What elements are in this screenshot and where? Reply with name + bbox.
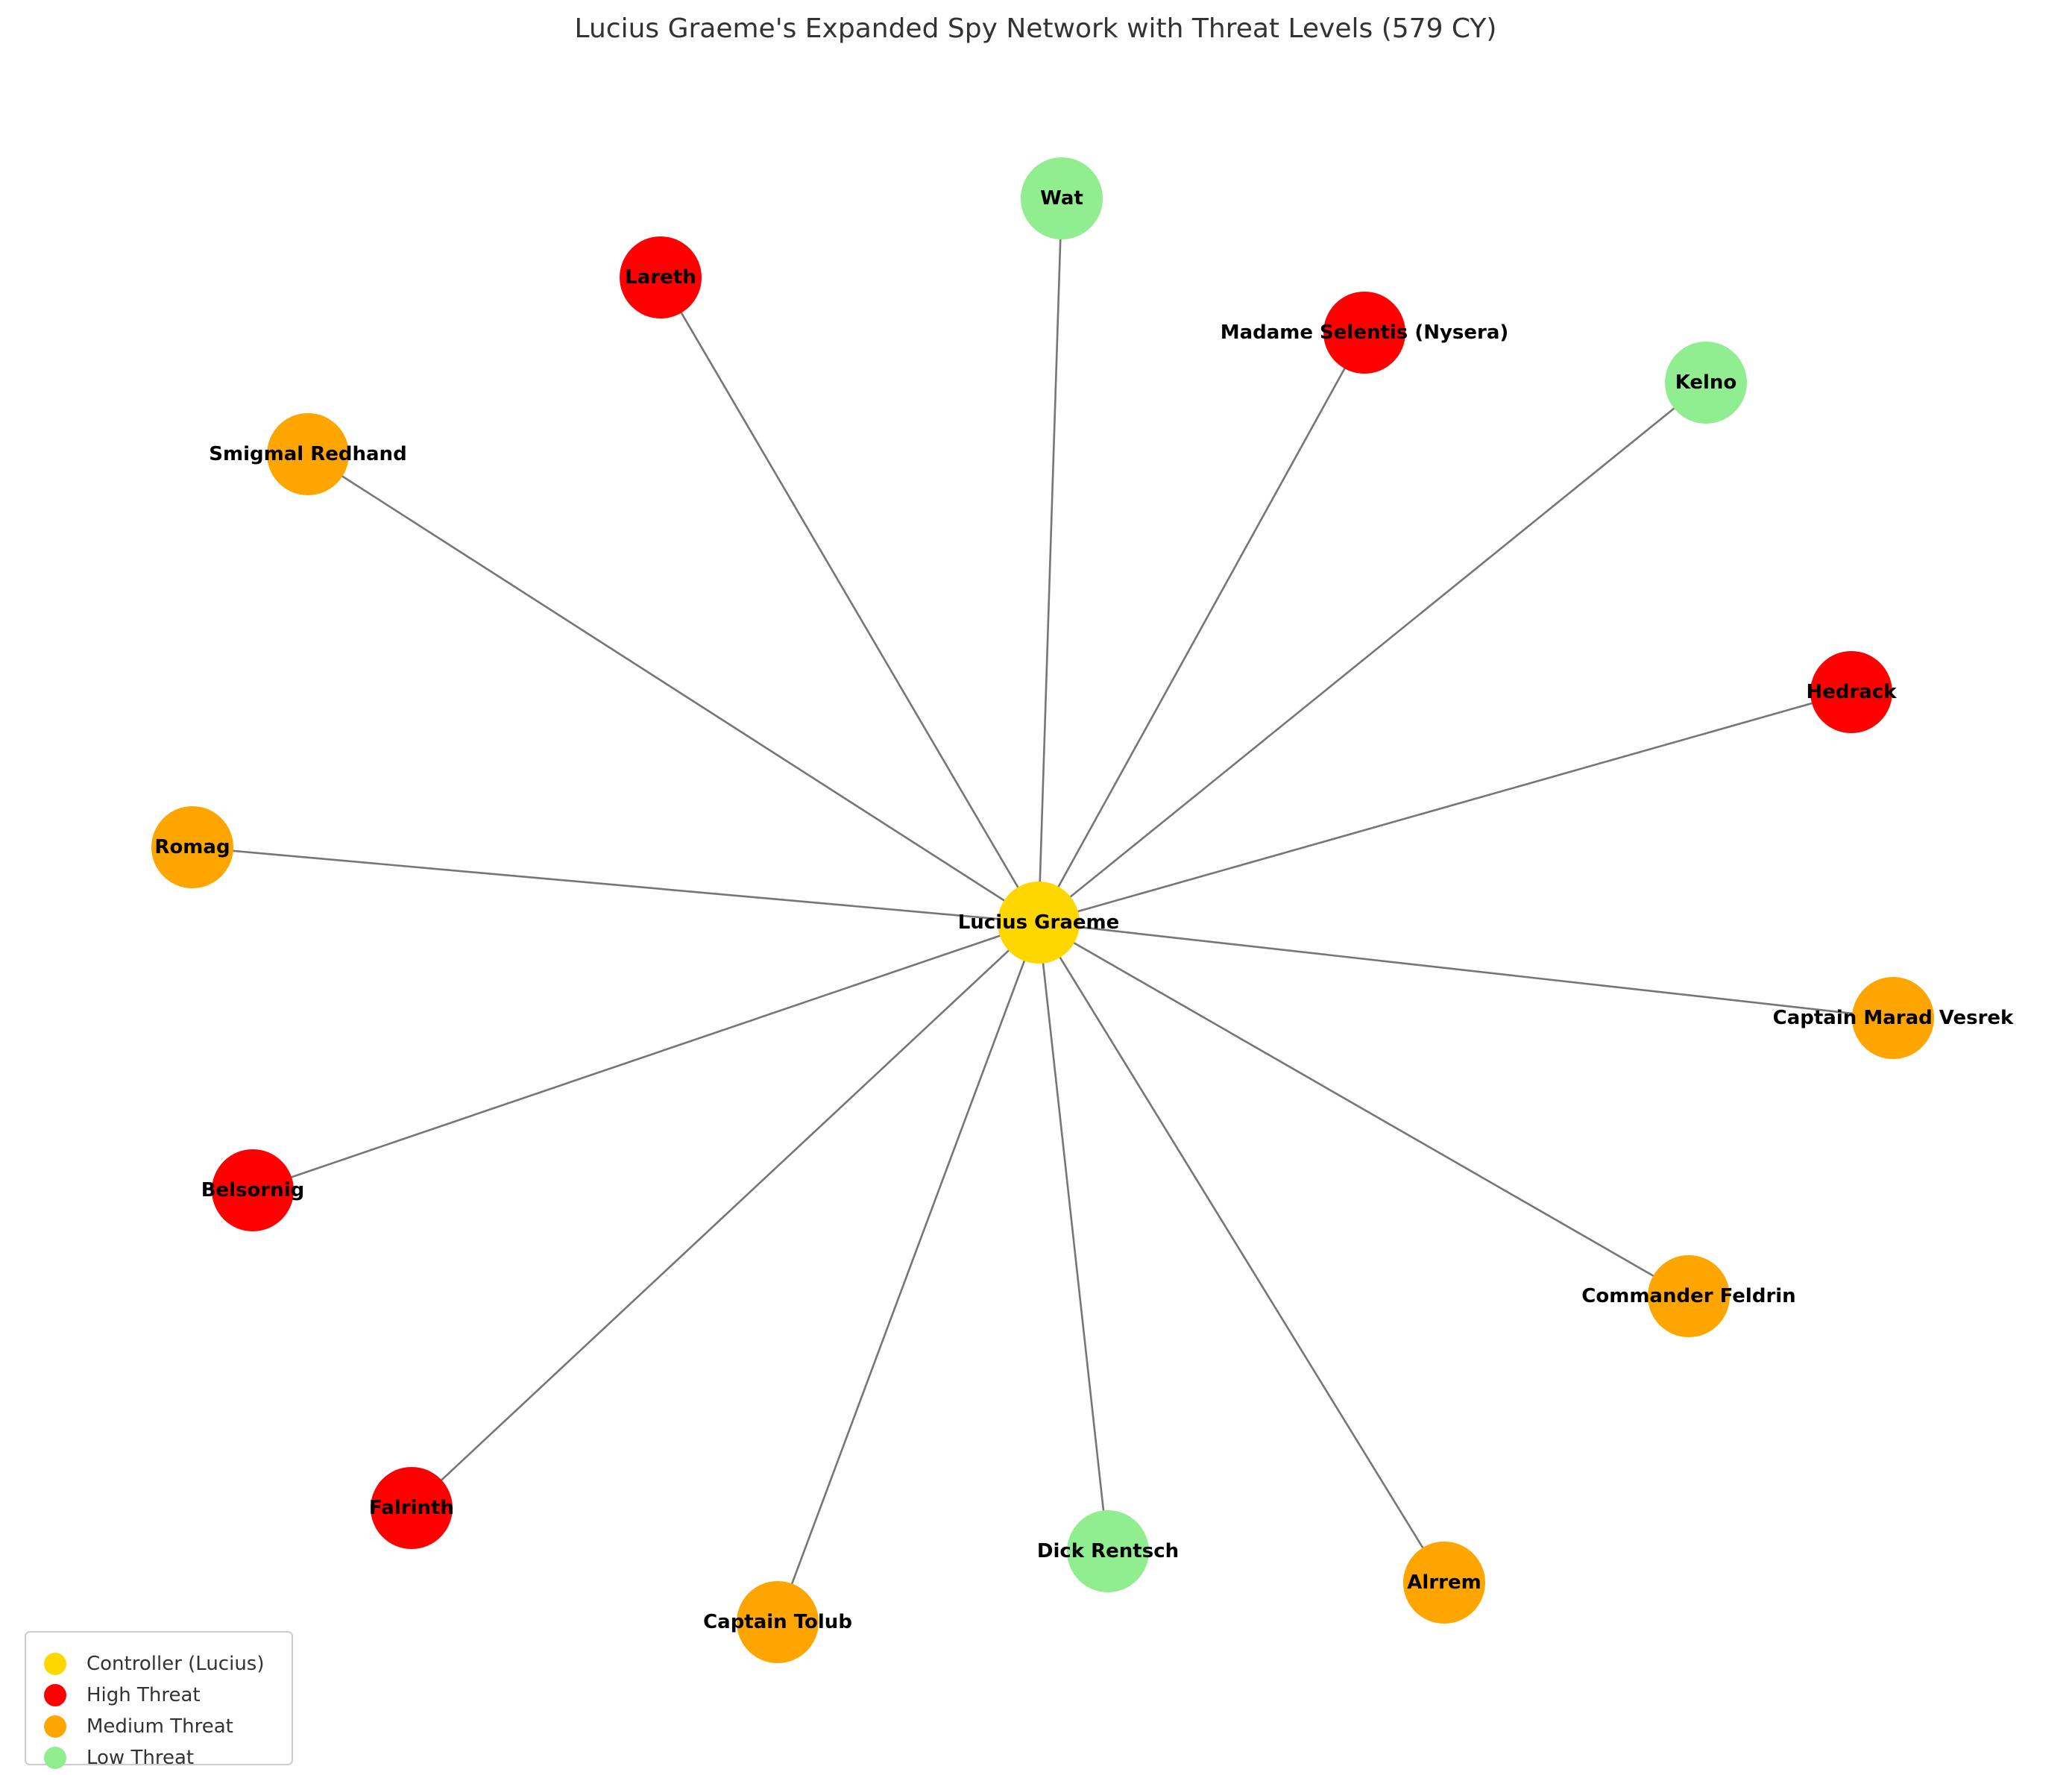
node-circle (212, 1149, 294, 1231)
edge-romag (192, 846, 1039, 924)
edge-wat (1037, 198, 1063, 923)
node-circle (1323, 292, 1405, 374)
node-label: Commander Feldrin (1581, 1285, 1795, 1307)
edge-captain-tolub (776, 922, 1040, 1623)
node-label: Madame Selentis (Nysera) (1221, 321, 1509, 344)
legend-marker (44, 1747, 66, 1769)
node-falrinth: Falrinth (369, 1467, 454, 1549)
node-lareth: Lareth (620, 236, 702, 318)
edge-madame-selentis-nysera (1037, 332, 1366, 923)
edge-dick-rentsch (1037, 922, 1109, 1552)
node-label: Smigmal Redhand (209, 443, 406, 465)
edge-alrrem (1037, 922, 1446, 1583)
node-circle (1648, 1255, 1730, 1337)
node-circle (1810, 651, 1892, 733)
legend-item-controller-lucius: Controller (Lucius) (44, 1653, 265, 1675)
node-label: Wat (1040, 187, 1083, 210)
edge-smigmal-redhand (307, 453, 1039, 924)
node-circle (737, 1581, 819, 1663)
node-alrrem: Alrrem (1403, 1542, 1485, 1624)
node-circle (1067, 1510, 1149, 1592)
node-label: Alrrem (1407, 1571, 1481, 1594)
legend-item-medium-threat: Medium Threat (44, 1715, 233, 1738)
node-captain-marad-vesrek: Captain Marad Vesrek (1773, 977, 2014, 1059)
node-wat: Wat (1021, 157, 1103, 239)
node-romag: Romag (151, 806, 233, 888)
edge-captain-marad-vesrek (1038, 921, 1894, 1020)
legend-label: Controller (Lucius) (86, 1653, 265, 1675)
node-label: Captain Tolub (703, 1611, 852, 1633)
node-label: Lareth (625, 266, 696, 289)
node-commander-feldrin: Commander Feldrin (1581, 1255, 1796, 1337)
node-circle (371, 1467, 453, 1549)
node-circle (620, 236, 702, 318)
node-label: Hedrack (1806, 681, 1897, 703)
node-label: Lucius Graeme (958, 911, 1120, 934)
legend-label: Medium Threat (86, 1715, 233, 1738)
legend-marker (44, 1653, 66, 1675)
node-label: Belsornig (201, 1179, 305, 1201)
edge-lareth (659, 277, 1040, 923)
node-kelno: Kelno (1665, 342, 1747, 424)
node-label: Dick Rentsch (1037, 1540, 1179, 1562)
legend-item-low-threat: Low Threat (44, 1747, 194, 1769)
node-circle (267, 413, 349, 495)
node-circle (1852, 977, 1934, 1059)
node-dick-rentsch: Dick Rentsch (1037, 1510, 1179, 1592)
node-circle (151, 806, 233, 888)
node-circle (998, 882, 1080, 964)
node-belsornig: Belsornig (201, 1149, 305, 1231)
node-label: Falrinth (369, 1497, 454, 1519)
node-smigmal-redhand: Smigmal Redhand (209, 413, 407, 495)
node-circle (1665, 342, 1747, 424)
node-hedrack: Hedrack (1806, 651, 1897, 733)
edge-kelno (1038, 381, 1707, 924)
node-label: Kelno (1675, 371, 1737, 394)
node-circle (1021, 157, 1103, 239)
node-label: Captain Marad Vesrek (1773, 1007, 2014, 1029)
diagram-title: Lucius Graeme's Expanded Spy Network wit… (575, 13, 1497, 44)
node-madame-selentis-nysera: Madame Selentis (Nysera) (1221, 292, 1509, 374)
edge-hedrack (1038, 691, 1852, 924)
node-lucius-graeme: Lucius Graeme (958, 882, 1120, 964)
edges (192, 198, 1894, 1623)
node-captain-tolub: Captain Tolub (703, 1581, 852, 1663)
edge-falrinth (411, 922, 1039, 1509)
legend-marker (44, 1715, 66, 1738)
node-circle (1403, 1542, 1485, 1624)
node-label: Romag (154, 836, 230, 858)
edge-commander-feldrin (1038, 921, 1690, 1298)
edge-belsornig (252, 921, 1039, 1192)
legend-item-high-threat: High Threat (44, 1684, 201, 1706)
legend-label: High Threat (86, 1684, 201, 1706)
legend-label: Low Threat (86, 1747, 194, 1769)
legend-box (25, 1631, 293, 1765)
legend-marker (44, 1684, 66, 1706)
